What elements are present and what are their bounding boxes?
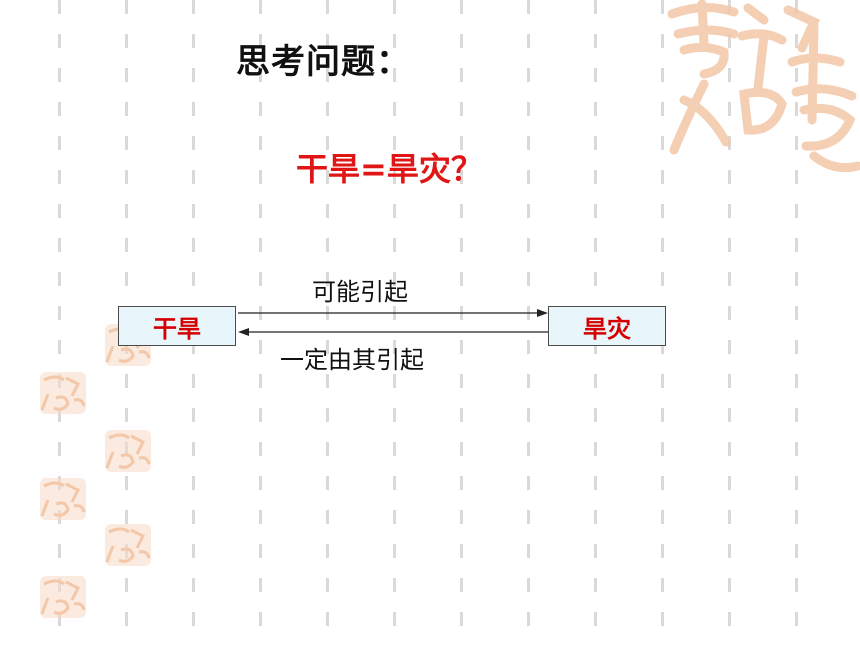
drought-disaster-box-label: 旱灾 [583, 314, 631, 343]
relation-arrows [238, 309, 548, 336]
small-stamp-6 [38, 574, 88, 620]
backward-arrow-label: 一定由其引起 [280, 346, 424, 374]
small-stamp-2 [38, 370, 88, 416]
small-stamp-5 [103, 522, 153, 568]
small-stamp-4 [38, 476, 88, 522]
backward-arrowhead [238, 328, 249, 336]
drought-box: 干旱 [118, 306, 236, 346]
small-stamp-3 [103, 428, 153, 474]
slide-heading: 思考问题： [236, 42, 411, 82]
forward-arrowhead [537, 309, 548, 317]
drought-box-label: 干旱 [153, 314, 201, 343]
forward-arrow-label: 可能引起 [312, 278, 408, 306]
drought-disaster-box: 旱灾 [548, 306, 666, 346]
slide-question: 干旱=旱灾？ [296, 150, 483, 188]
auspicious-calligraphy-stamp [664, 0, 860, 180]
